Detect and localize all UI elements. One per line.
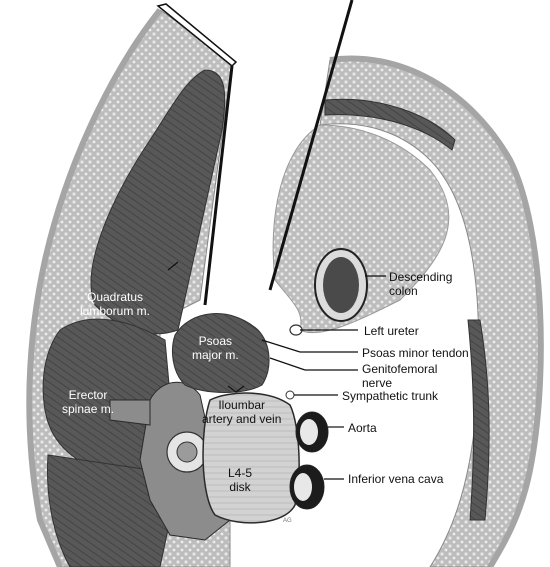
- quadratus-lumborum-muscle: [90, 69, 226, 335]
- label-sympathetic-trunk: Sympathetic trunk: [342, 389, 439, 403]
- inferior-vena-cava: [289, 464, 325, 510]
- aorta: [295, 411, 329, 453]
- label-psoas-major: Psoas major m.: [192, 334, 239, 362]
- label-psoas-minor-tendon: Psoas minor tendon: [362, 346, 469, 360]
- right-body-wall: [319, 55, 544, 567]
- l4-5-disk: [202, 392, 300, 524]
- label-erector-spinae: Erector spinae m.: [62, 388, 115, 416]
- label-inferior-vena-cava: Inferior vena cava: [348, 472, 444, 486]
- lower-back-muscle: [46, 454, 171, 567]
- left-retractor-shaft: [203, 65, 234, 306]
- artist-signature: AG: [283, 518, 292, 524]
- right-retractor: [268, 0, 354, 291]
- leader-lines: [167, 261, 386, 480]
- label-descending-colon: Descending colon: [389, 270, 453, 298]
- erector-spinae-muscle: [42, 318, 176, 471]
- label-genitofemoral-nerve: Genitofemoral nerve: [362, 362, 438, 390]
- left-retractor-blade: [156, 3, 238, 68]
- descending-colon: [314, 248, 368, 322]
- label-quadratus-lumborum: Quadratus lumborum m.: [80, 290, 151, 318]
- label-left-ureter: Left ureter: [364, 324, 419, 338]
- label-aorta: Aorta: [348, 421, 377, 435]
- sympathetic-trunk-node: [285, 390, 295, 400]
- label-l4-5-disk: L4-5 disk: [228, 466, 253, 494]
- label-iloumbar-artery-vein: Iloumbar artery and vein: [202, 398, 282, 426]
- psoas-major-muscle: [172, 313, 270, 393]
